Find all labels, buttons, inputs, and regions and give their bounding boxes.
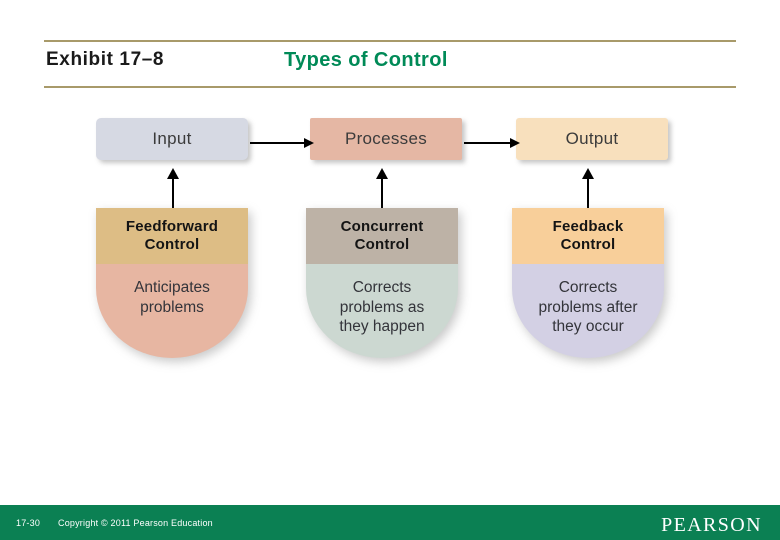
arrow-head <box>582 168 594 179</box>
arrow-concurrent-to-processes-icon <box>376 168 388 208</box>
arrow-shaft <box>381 177 383 208</box>
control-description-feedback: Corrects problems after they occur <box>512 264 664 358</box>
flow-column-input: Input <box>96 118 268 160</box>
control-name-line1: Feedforward <box>125 218 219 236</box>
control-desc-line1: Corrects <box>352 279 412 296</box>
arrow-processes-to-output-icon <box>464 138 520 148</box>
footer-copyright: Copyright © 2011 Pearson Education <box>58 518 213 528</box>
flow-box-output: Output <box>516 118 668 160</box>
control-name-line2: Control <box>560 236 616 253</box>
exhibit-label: Exhibit 17–8 <box>46 49 165 70</box>
header-rule-top <box>44 40 736 42</box>
control-name-concurrent: Concurrent Control <box>306 208 458 264</box>
arrow-shaft <box>587 177 589 208</box>
flow-box-input: Input <box>96 118 248 160</box>
arrow-feedback-to-output-icon <box>582 168 594 208</box>
control-shield-feedforward: Feedforward Control Anticipates problems <box>96 208 248 358</box>
control-name-feedforward: Feedforward Control <box>96 208 248 264</box>
flow-box-processes-label: Processes <box>344 129 428 148</box>
arrow-shaft <box>172 177 174 208</box>
header-rule-bottom <box>44 86 736 88</box>
slide-header: Exhibit 17–8 Types of Control <box>44 40 736 92</box>
flow-box-processes: Processes <box>310 118 462 160</box>
slide-footer: 17-30 Copyright © 2011 Pearson Education… <box>0 505 780 540</box>
arrow-shaft <box>464 142 511 144</box>
control-description-concurrent: Corrects problems as they happen <box>306 264 458 358</box>
control-name-line2: Control <box>144 236 200 253</box>
arrow-shaft <box>250 142 305 144</box>
control-desc-line2: problems <box>140 298 204 316</box>
arrow-head <box>376 168 388 179</box>
control-desc-line2: problems after <box>538 298 638 316</box>
control-description-feedforward: Anticipates problems <box>96 264 248 358</box>
arrow-head <box>167 168 179 179</box>
control-desc-line3: they occur <box>552 318 624 336</box>
flow-box-input-label: Input <box>152 129 192 148</box>
arrow-input-to-processes-icon <box>250 138 314 148</box>
pearson-logo: PEARSON <box>661 514 762 536</box>
control-name-feedback: Feedback Control <box>512 208 664 264</box>
footer-page-number: 17-30 <box>16 518 41 528</box>
control-desc-line1: Anticipates <box>134 279 210 296</box>
flow-column-processes: Processes <box>310 118 482 160</box>
page-title: Types of Control <box>284 49 448 71</box>
control-name-line2: Control <box>354 236 410 253</box>
control-shield-feedback: Feedback Control Corrects problems after… <box>512 208 664 358</box>
control-desc-line3: they happen <box>339 318 425 336</box>
control-desc-line2: problems as <box>339 298 425 316</box>
flow-column-output: Output <box>516 118 688 160</box>
control-name-line1: Feedback <box>552 218 624 236</box>
control-desc-line1: Corrects <box>558 279 618 296</box>
arrow-head <box>304 138 314 148</box>
arrow-head <box>510 138 520 148</box>
arrow-feedforward-to-input-icon <box>167 168 179 208</box>
control-shield-concurrent: Concurrent Control Corrects problems as … <box>306 208 458 358</box>
flow-box-output-label: Output <box>565 129 619 148</box>
control-name-line1: Concurrent <box>340 218 424 236</box>
